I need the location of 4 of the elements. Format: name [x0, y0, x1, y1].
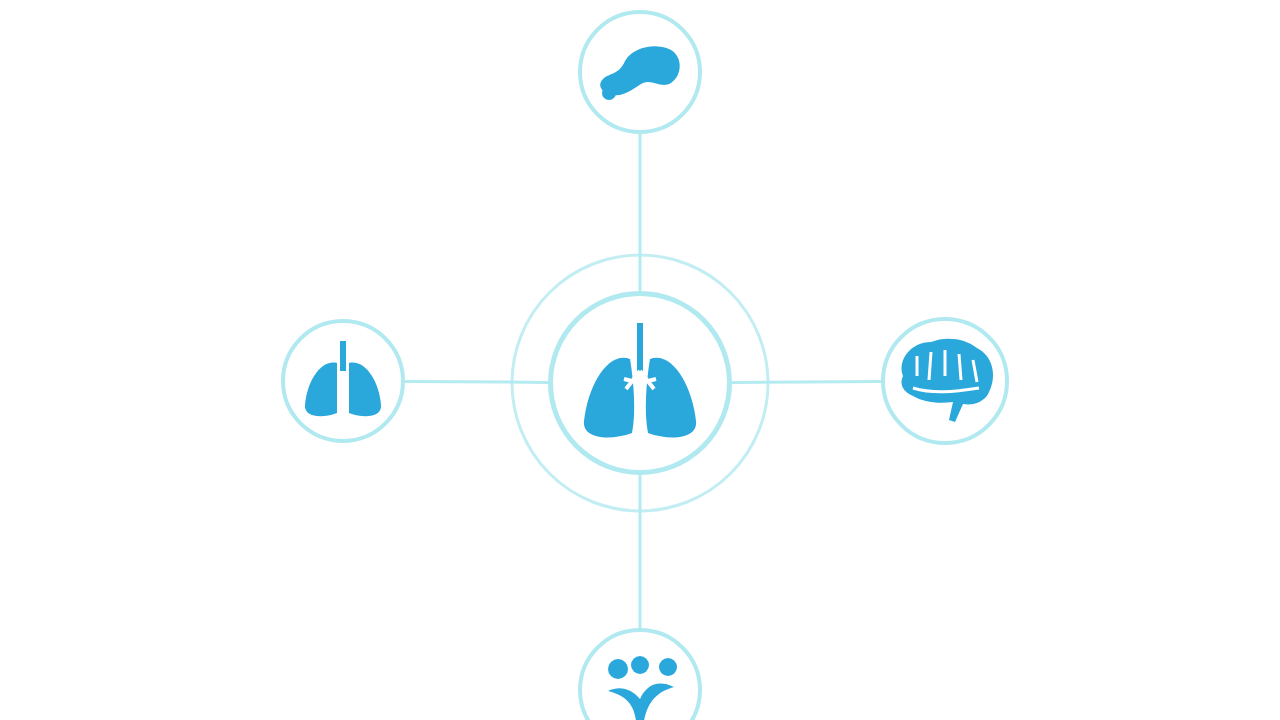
connector-line	[638, 475, 642, 628]
connector-line	[405, 379, 548, 384]
connector-line	[732, 379, 881, 384]
connector-line	[638, 134, 642, 291]
